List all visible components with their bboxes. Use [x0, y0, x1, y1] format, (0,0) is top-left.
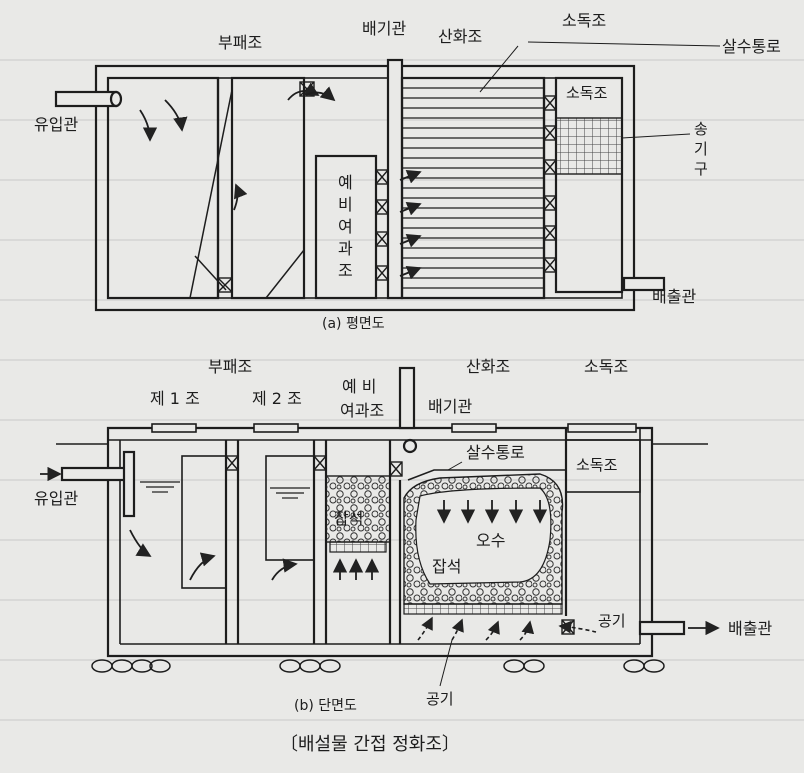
section-label-prefilter-a: 예 비: [342, 377, 377, 396]
section-label-air-1: 공기: [598, 612, 626, 630]
section-inlet-pipe: [60, 466, 130, 482]
paper-grid: [0, 59, 804, 721]
section-label-vent-pipe: 배기관: [428, 397, 472, 416]
section-prefilter-gravel: [325, 475, 391, 543]
plan-label-prefilter-1: 예: [338, 173, 353, 192]
section-labels: 부패조 제 1 조 제 2 조 예 비 여과조 배기관 산화조 소독조 살수통로…: [34, 357, 772, 714]
section-disinfection-box: [565, 439, 641, 493]
plan-label-prefilter-5: 조: [338, 261, 353, 280]
section-label-chamber2: 제 2 조: [252, 389, 302, 408]
plan-labels: 부패조 배기관 산화조 소독조 살수통로 유입관 소독조 송 기 구 예 비 여…: [34, 11, 781, 332]
section-label-prefilter-b: 여과조: [340, 401, 384, 420]
section-label-sprinkler: 살수통로: [466, 443, 525, 462]
section-label-sewage: 오수: [476, 531, 505, 550]
section-label-chamber1: 제 1 조: [150, 389, 200, 408]
section-caption: (b) 단면도: [294, 698, 357, 714]
plan-label-sprinkler: 살수통로: [722, 37, 781, 56]
plan-view: [54, 41, 721, 312]
section-view: [40, 366, 720, 687]
plan-outlet-pipe: [622, 276, 666, 292]
plan-label-blower-3: 구: [694, 160, 708, 178]
plan-label-blower-2: 기: [694, 140, 708, 158]
section-outlet-pipe: [638, 620, 686, 636]
section-label-oxidation: 산화조: [466, 357, 510, 376]
plan-label-vent-pipe: 배기관: [362, 19, 406, 38]
figure-title: 〔배설물 간접 정화조〕: [280, 734, 460, 755]
section-label-inlet: 유입관: [34, 489, 78, 508]
plan-label-oxidation: 산화조: [438, 27, 482, 46]
plan-vent-pipe: [386, 58, 404, 300]
plan-caption: (a) 평면도: [322, 316, 385, 332]
section-label-disinfection-inner: 소독조: [576, 456, 618, 474]
section-label-air-2: 공기: [426, 690, 454, 708]
plan-leader-lines: [479, 41, 721, 139]
section-label-septic: 부패조: [208, 357, 252, 376]
section-air-arrows: [417, 616, 597, 641]
section-baffle-2: [265, 455, 315, 561]
section-foundation: [91, 659, 665, 673]
plan-outer-wall: [94, 64, 636, 312]
plan-label-disinfection-top: 소독조: [562, 11, 606, 30]
section-manholes: [151, 423, 637, 433]
plan-disinfection-tank: [554, 76, 624, 294]
plan-label-outlet: 배출관: [652, 287, 696, 306]
plan-prefilter: [314, 154, 378, 300]
section-baffle-1: [181, 455, 227, 589]
plan-label-disinfection-inner: 소독조: [566, 84, 608, 102]
section-leader-lines: [439, 461, 463, 687]
plan-flow-arrows: [139, 82, 422, 280]
section-water-lines: [140, 481, 310, 499]
plan-label-prefilter-4: 과: [338, 239, 353, 258]
section-label-disinfection: 소독조: [584, 357, 628, 376]
plan-blower-grid: [555, 117, 623, 175]
plan-label-septic: 부패조: [218, 33, 262, 52]
plan-chamber-1: [106, 76, 220, 300]
plan-label-inlet: 유입관: [34, 115, 78, 134]
plan-inlet-pipe: [54, 90, 118, 108]
plan-label-prefilter-3: 여: [338, 217, 353, 236]
section-vent-pipe: [398, 366, 416, 430]
section-flow-arrows: [40, 466, 720, 636]
section-label-gravel-2: 잡석: [432, 557, 461, 576]
plan-label-prefilter-2: 비: [338, 195, 353, 214]
section-label-outlet: 배출관: [728, 619, 772, 638]
plan-label-blower-1: 송: [694, 120, 708, 138]
section-label-gravel-1: 잡석: [334, 509, 363, 528]
plan-chamber-2: [230, 76, 306, 300]
